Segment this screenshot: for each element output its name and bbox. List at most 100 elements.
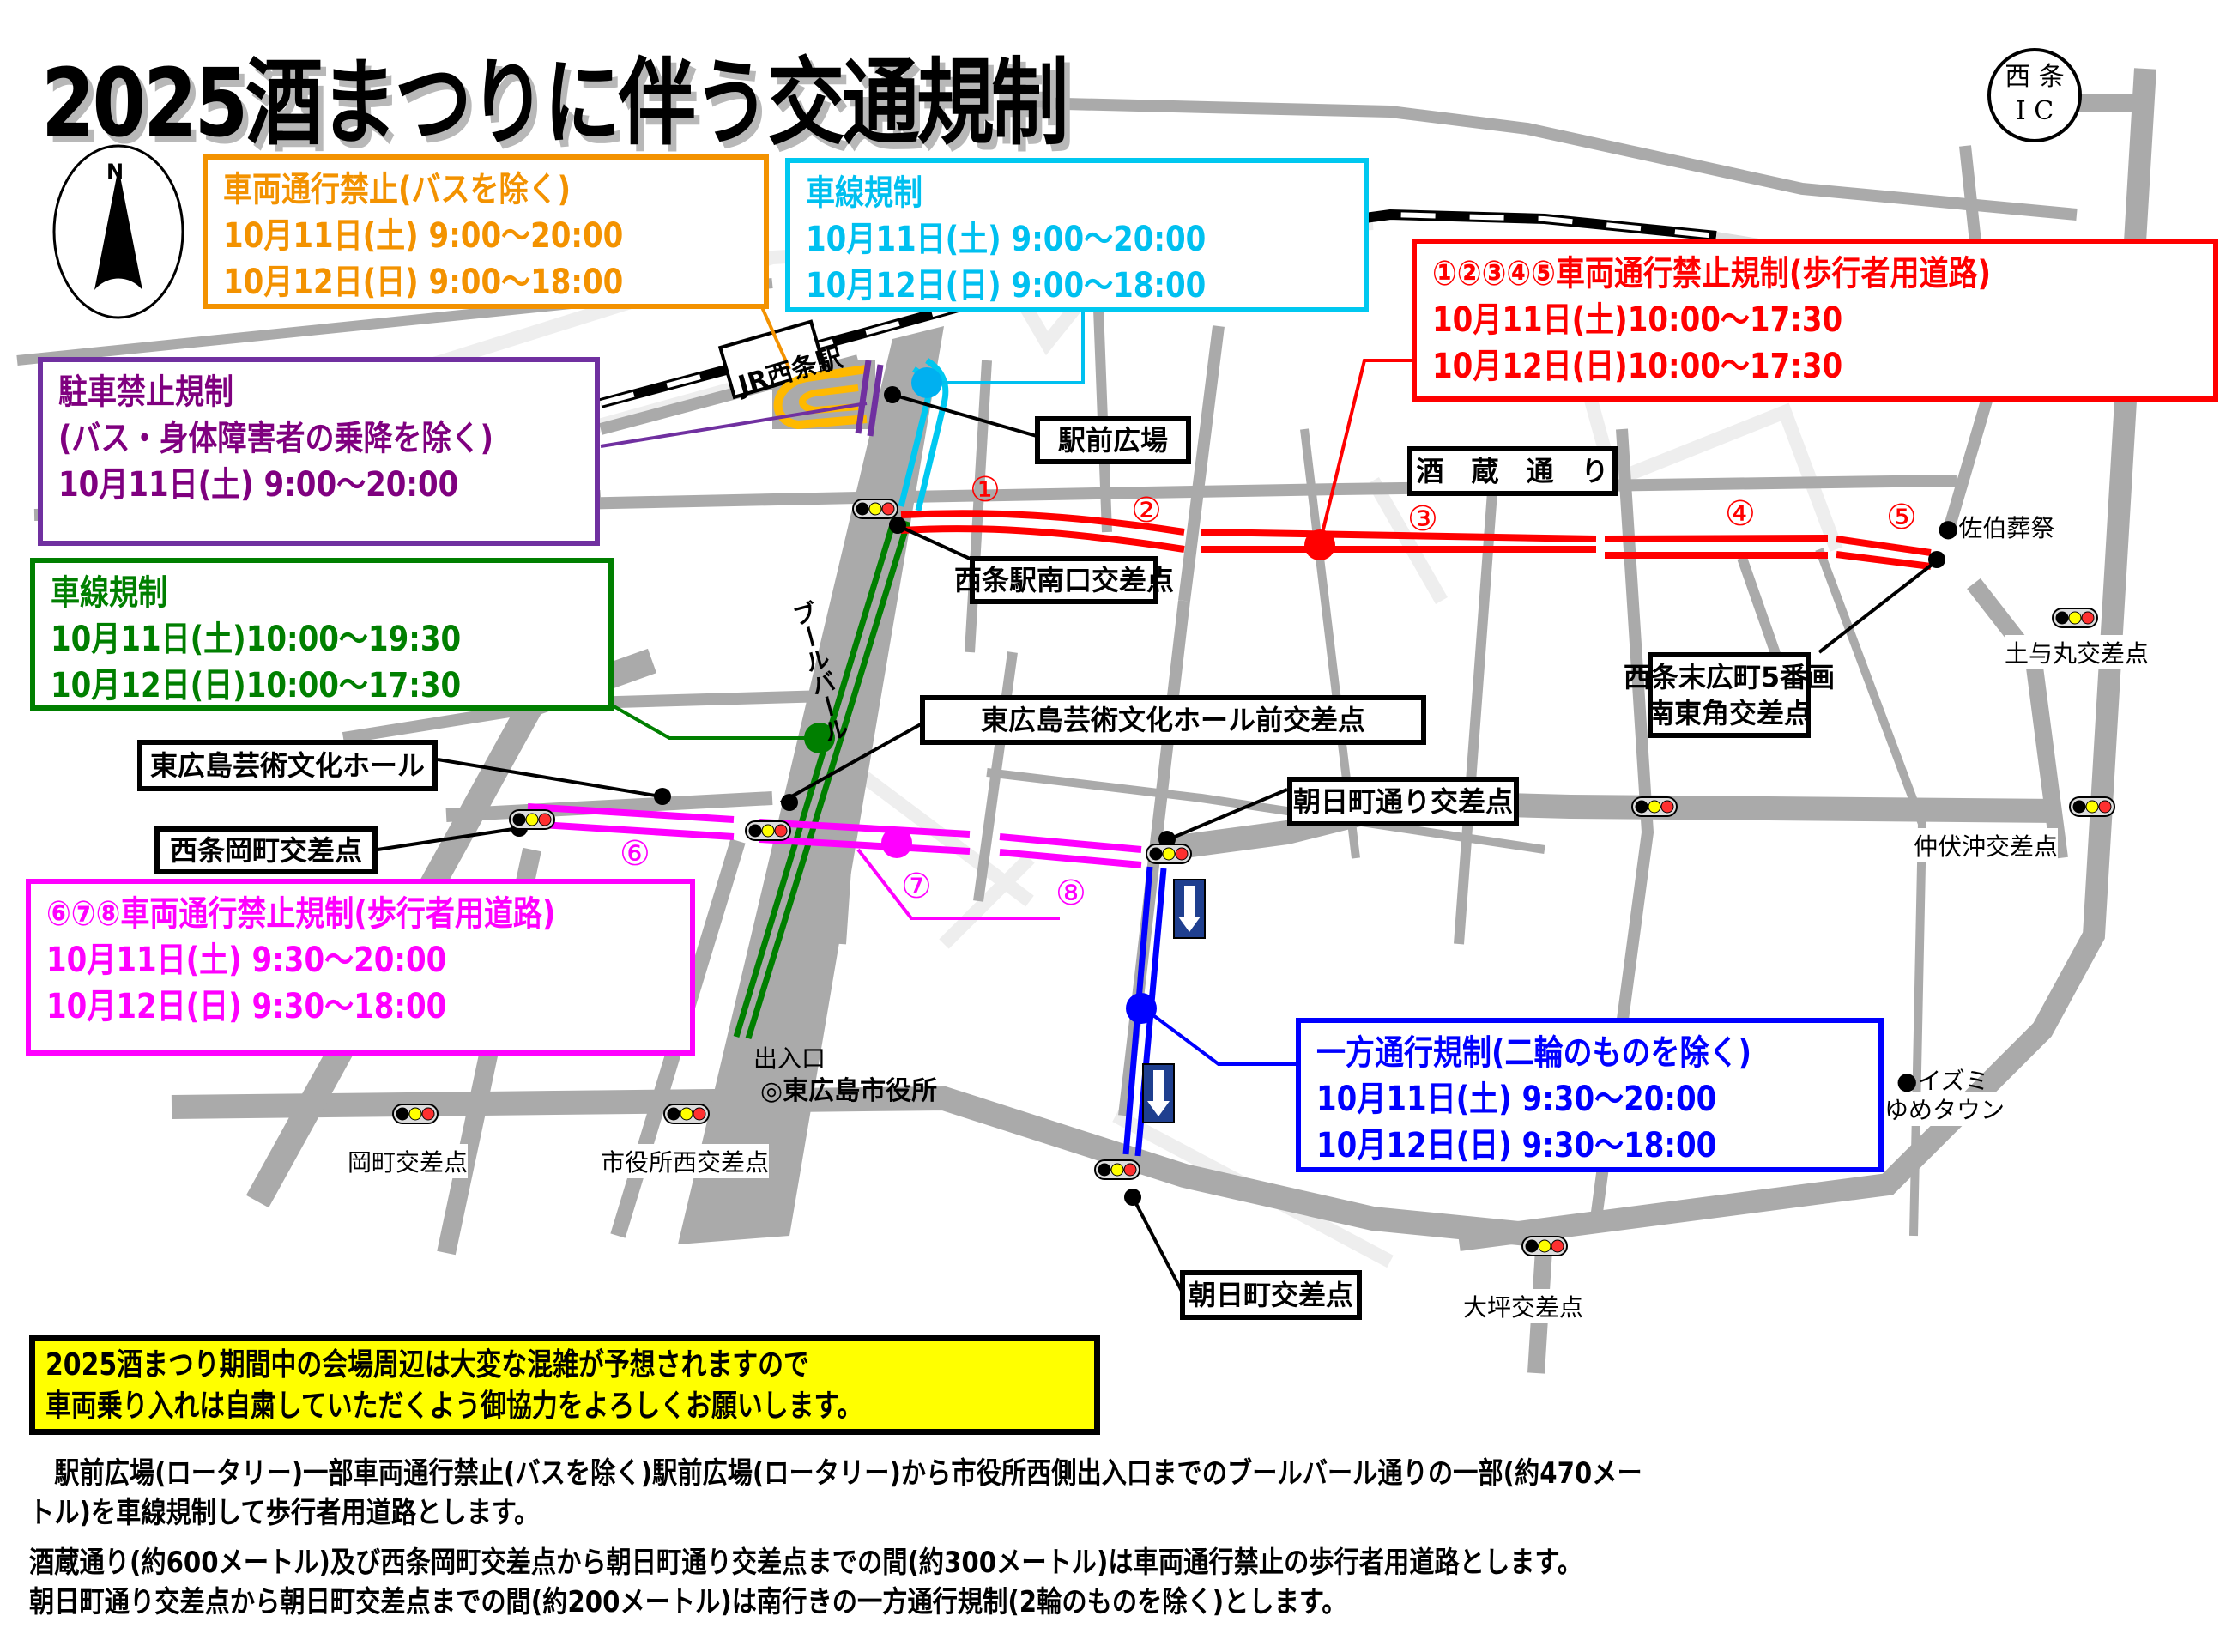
label-sakagura-street: 酒 蔵 通 り	[1407, 446, 1618, 496]
lane-boulevard-sun: 10月12日(日)10:00～17:30	[51, 666, 462, 705]
okamachi-crossing-text: 西条岡町交差点	[169, 834, 362, 867]
parking-title: 駐車禁止規制	[58, 372, 233, 412]
notice-line-1: 2025酒まつり期間中の会場周辺は大変な混雑が予想されますので	[45, 1347, 809, 1383]
one-way-arrow-icon	[1142, 1063, 1175, 1123]
lane-station-sat: 10月11日(土) 9:00～20:00	[806, 220, 1207, 259]
parking-subtitle: (バス・身体障害者の乗降を除く)	[58, 419, 494, 458]
traffic-signal-icon	[852, 499, 898, 519]
one-way-title: 一方通行規制(二輪のものを除く)	[1316, 1033, 1752, 1073]
section-number-5: ⑤	[1886, 498, 1917, 537]
bus-only-sun: 10月12日(日) 9:00～18:00	[223, 263, 624, 302]
traffic-signal-icon	[2052, 608, 2098, 628]
ic-label-line1: 西 条	[2005, 62, 2065, 92]
pedestrian-678-marker	[881, 827, 912, 858]
sakagura-pedestrian-road	[900, 510, 1932, 570]
art-hall-crossing-text: 東広島芸術文化ホール前交差点	[980, 704, 1365, 736]
traffic-signal-icon	[745, 820, 791, 841]
landmark-ohtsubo-crossing: 大坪交差点	[1463, 1289, 1584, 1323]
sakagura-sat: 10月11日(土)10:00～17:30	[1432, 300, 1843, 340]
lane-boulevard-sat: 10月11日(土)10:00～19:30	[51, 620, 462, 659]
north-arrow-icon	[52, 144, 184, 319]
lane-station-title: 車線規制	[806, 173, 922, 213]
saijo-ic-marker: 西 条 I C	[1987, 48, 2082, 142]
one-way-marker	[1126, 993, 1157, 1024]
entrance-label: 出入口	[753, 1044, 826, 1073]
pedestrian-road-678	[527, 803, 1142, 868]
traffic-signal-icon	[2069, 796, 2115, 817]
description-paragraph-1: 駅前広場(ロータリー)一部車両通行禁止(バスを除く)駅前広場(ロータリー)から市…	[29, 1454, 1642, 1533]
regulation-lane-boulevard-box: 車線規制 10月11日(土)10:00～19:30 10月12日(日)10:00…	[30, 558, 614, 711]
section-number-6: ⑥	[620, 834, 650, 874]
regulation-bus-only-box: 車両通行禁止(バスを除く) 10月11日(土) 9:00～20:00 10月12…	[203, 154, 769, 309]
lane-restriction-boulevard	[733, 517, 911, 1040]
sakagura-sun: 10月12日(日)10:00～17:30	[1432, 347, 1843, 386]
leader-lines	[377, 291, 1937, 1297]
landmark-saeki: ●佐伯葬祭	[1938, 514, 2055, 542]
asahi-text: 朝日町交差点	[1188, 1279, 1353, 1311]
traffic-signal-icon	[1146, 844, 1192, 864]
sakagura-marker	[1304, 529, 1335, 560]
description-paragraph-2: 酒蔵通り(約600メートル)及び西条岡町交差点から朝日町通り交差点までの間(約3…	[29, 1543, 1582, 1622]
bus-only-sat: 10月11日(土) 9:00～20:00	[223, 216, 624, 256]
label-south-exit-crossing: 西条駅南口交差点	[954, 556, 1174, 604]
description-p2-line1: 酒蔵通り(約600メートル)及び西条岡町交差点から朝日町通り交差点までの間(約3…	[29, 1546, 1583, 1580]
one-way-sun: 10月12日(日) 9:30～18:00	[1316, 1126, 1717, 1165]
bus-only-title: 車両通行禁止(バスを除く)	[223, 170, 572, 209]
label-art-hall-crossing: 東広島芸術文化ホール前交差点	[920, 695, 1426, 745]
traffic-signal-icon	[663, 1104, 710, 1124]
suehiro-text-1: 西条末広町5番画	[1623, 661, 1836, 693]
landmark-nakafushiki-crossing: 仲伏沖交差点	[1914, 828, 2059, 862]
sakagura-title: ①②③④⑤車両通行禁止規制(歩行者用道路)	[1432, 254, 1992, 293]
city-hall-label: ◎東広島市役所	[760, 1076, 938, 1106]
asahi-street-text: 朝日町通り交差点	[1292, 785, 1513, 818]
landmark-izumi: ●イズミ	[1896, 1067, 1989, 1095]
pedestrian-678-sat: 10月11日(土) 9:30～20:00	[46, 941, 447, 980]
section-number-3: ③	[1407, 499, 1438, 539]
landmark-doyomaru-crossing: 土与丸交差点	[2005, 635, 2150, 669]
notice-banner: 2025酒まつり期間中の会場周辺は大変な混雑が予想されますので 車両乗り入れは自…	[29, 1335, 1100, 1435]
description-p1-line2: トル)を車線規制して歩行者用道路とします。	[29, 1496, 540, 1530]
art-hall-text: 東広島芸術文化ホール	[149, 749, 425, 782]
ekimae-text: 駅前広場	[1057, 424, 1168, 457]
description-p2-line2: 朝日町通り交差点から朝日町交差点までの間(約200メートル)は南行きの一方通行規…	[29, 1585, 1347, 1619]
regulation-pedestrian-678-box: ⑥⑦⑧車両通行禁止規制(歩行者用道路) 10月11日(土) 9:30～20:00…	[26, 879, 695, 1056]
regulation-sakagura-box: ①②③④⑤車両通行禁止規制(歩行者用道路) 10月11日(土)10:00～17:…	[1412, 239, 2218, 402]
lane-boulevard-marker	[804, 723, 835, 753]
landmark-okamachi-crossing: 岡町交差点	[348, 1144, 469, 1178]
section-number-4: ④	[1725, 494, 1756, 534]
one-way-sat: 10月11日(土) 9:30～20:00	[1316, 1080, 1717, 1119]
page-title: 2025酒まつりに伴う交通規制	[41, 48, 1068, 158]
section-number-8: ⑧	[1055, 874, 1086, 913]
parking-markers	[855, 360, 884, 437]
parking-sat: 10月11日(土) 9:00～20:00	[58, 465, 459, 505]
label-asahi-crossing: 朝日町交差点	[1180, 1270, 1362, 1320]
section-number-2: ②	[1131, 491, 1162, 530]
traffic-signal-icon	[1521, 1236, 1568, 1256]
traffic-signal-icon	[1094, 1159, 1140, 1180]
label-ekimae: 駅前広場	[1035, 416, 1191, 464]
lane-boulevard-title: 車線規制	[51, 573, 167, 613]
regulation-lane-station-box: 車線規制 10月11日(土) 9:00～20:00 10月12日(日) 9:00…	[785, 158, 1369, 312]
traffic-signal-icon	[509, 809, 555, 830]
pedestrian-678-sun: 10月12日(日) 9:30～18:00	[46, 987, 447, 1026]
traffic-signal-icon	[392, 1104, 439, 1124]
section-number-7: ⑦	[901, 867, 932, 906]
rotary-bus-only	[773, 365, 868, 430]
description-p1-line1: 駅前広場(ロータリー)一部車両通行禁止(バスを除く)駅前広場(ロータリー)から市…	[29, 1456, 1642, 1491]
label-asahi-street-crossing: 朝日町通り交差点	[1287, 777, 1519, 826]
lane-station-sun: 10月12日(日) 9:00～18:00	[806, 266, 1207, 306]
traffic-signal-icon	[1631, 796, 1678, 817]
label-art-hall: 東広島芸術文化ホール	[137, 740, 438, 791]
landmark-cityhall-west-crossing: 市役所西交差点	[601, 1144, 770, 1178]
landmark-yumetown: ゆめタウン	[1884, 1092, 2005, 1126]
regulation-one-way-box: 一方通行規制(二輪のものを除く) 10月11日(土) 9:30～20:00 10…	[1296, 1018, 1884, 1172]
label-suehiro-crossing: 西条末広町5番画 南東角交差点	[1624, 652, 1835, 738]
regulation-parking-box: 駐車禁止規制 (バス・身体障害者の乗降を除く) 10月11日(土) 9:00～2…	[38, 357, 600, 546]
pedestrian-678-title: ⑥⑦⑧車両通行禁止規制(歩行者用道路)	[46, 894, 556, 934]
one-way-arrow-icon	[1173, 879, 1206, 939]
notice-line-2: 車両乗り入れは自粛していただくよう御協力をよろしくお願いします。	[45, 1389, 863, 1424]
suehiro-text-2: 南東角交差点	[1647, 697, 1812, 729]
lane-station-marker	[911, 367, 942, 398]
section-number-1: ①	[970, 470, 1001, 510]
south-exit-text: 西条駅南口交差点	[954, 564, 1175, 596]
